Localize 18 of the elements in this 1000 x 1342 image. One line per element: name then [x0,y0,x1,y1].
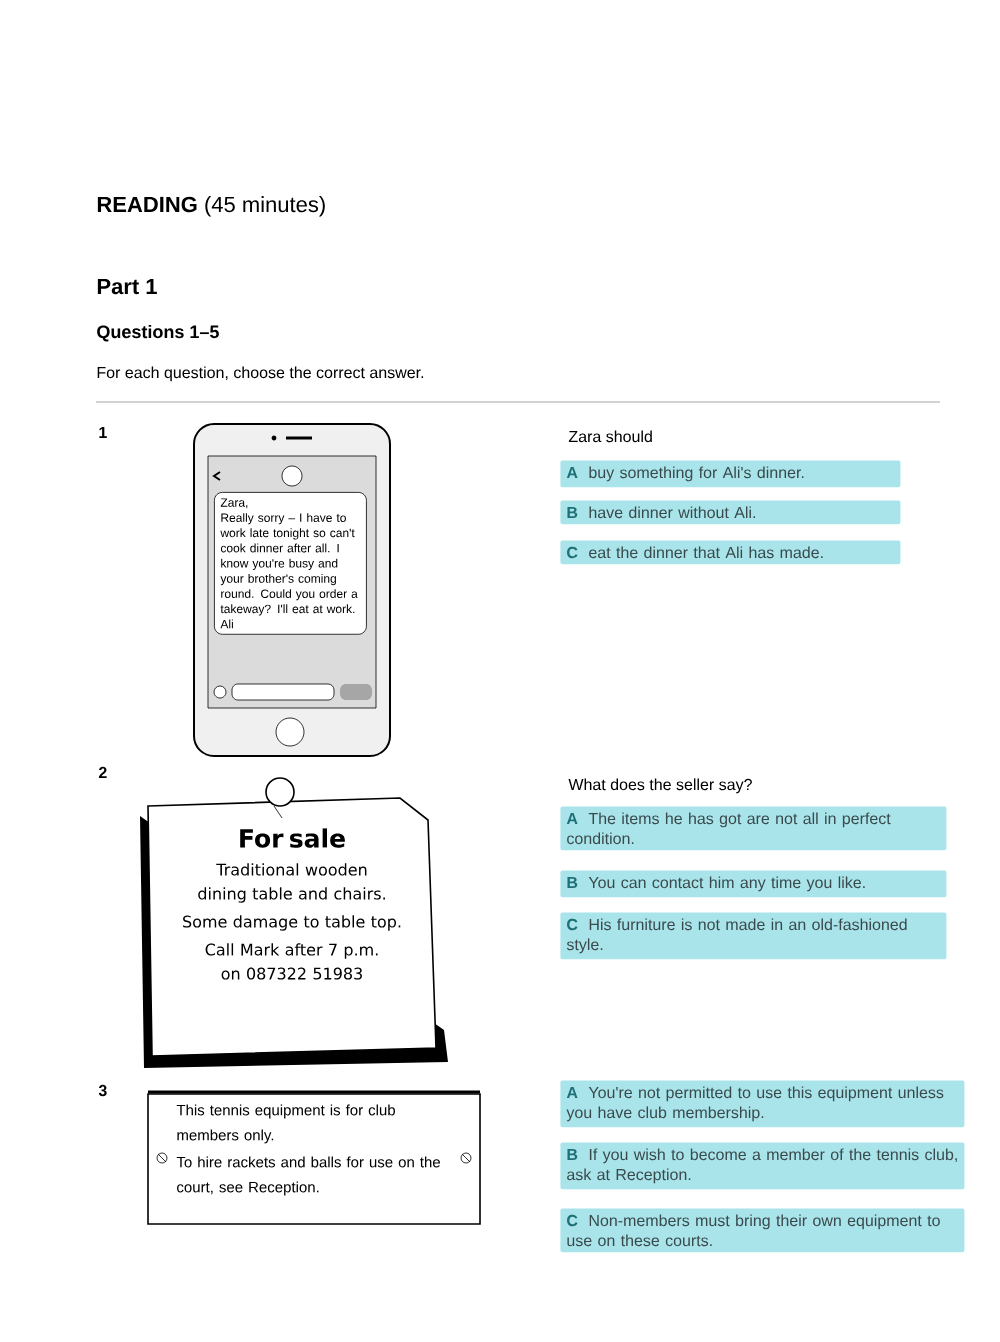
page-title: READING (45 minutes) [97,196,325,217]
section-heading: Part 1 [97,278,157,295]
instruction-text: For each question, choose the correct answer. [97,366,424,382]
answer-option: A The items he has got are not all in perfect condition. [560,806,947,851]
question-number: 1 [99,427,107,438]
answer-option: B If you wish to become a member of the tennis club, ask at Reception. [560,1142,965,1190]
answer-option: B You can contact him any time you like. [560,870,947,898]
answer-option: B have dinner without Ali. [560,500,901,525]
answer-option: C Non-members must bring their own equipment to use on these courts. [560,1208,965,1253]
answer-option: C eat the dinner that Ali has made. [560,540,901,565]
answer-option: A buy something for Ali's dinner. [560,460,901,488]
question-number: 3 [98,1084,107,1097]
for-sale-notice: For sale Traditional wooden dining table and chairs. Some damage to table top. Call Mark after 7 p.m. on 087322 51983 [140,797,448,1068]
answer-option: C His furniture is not made in an old-fashioned style. [560,912,947,960]
answer-option: A You're not permitted to use this equipment unless you have club membership. [560,1080,965,1128]
question-number: 2 [98,766,107,778]
subheading: Questions 1–5 [97,324,219,342]
question-text: Zara should [568,430,652,443]
